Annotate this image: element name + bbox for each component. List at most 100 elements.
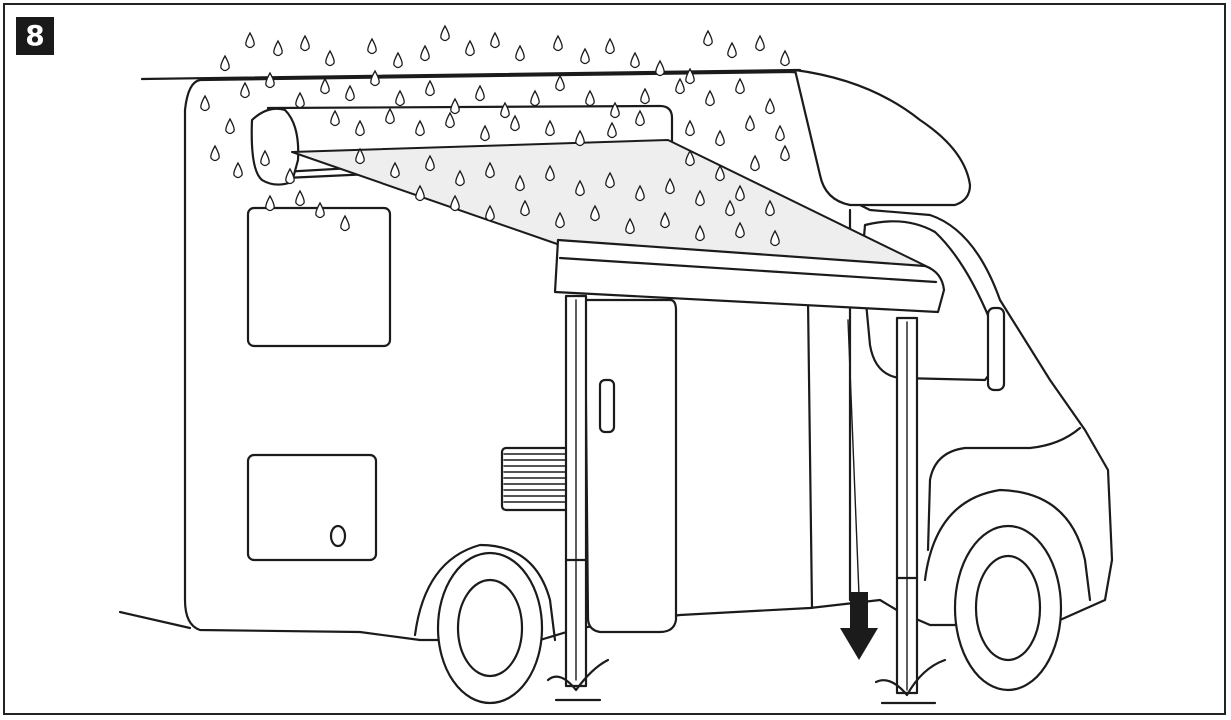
rain-drop xyxy=(725,199,735,217)
rain-drop xyxy=(610,101,620,119)
rain-drop xyxy=(345,84,355,102)
rain-drop xyxy=(295,189,305,207)
rain-drop xyxy=(780,144,790,162)
rain-drop xyxy=(445,111,455,129)
rain-drop xyxy=(685,149,695,167)
rain-drop xyxy=(450,194,460,212)
rain-drop xyxy=(703,29,713,47)
rain-drop xyxy=(585,89,595,107)
rain-drop xyxy=(475,84,485,102)
rain-drop xyxy=(330,109,340,127)
rain-drop xyxy=(727,41,737,59)
rain-drop xyxy=(480,124,490,142)
rear-wheel-hub xyxy=(456,578,524,678)
rain-drop xyxy=(555,211,565,229)
rain-drop xyxy=(440,24,450,42)
rain-drop xyxy=(390,161,400,179)
support-leg-right xyxy=(874,316,947,705)
rain-drop xyxy=(325,49,335,67)
rain-drop xyxy=(285,167,295,185)
rain-drop xyxy=(485,161,495,179)
rain-drop xyxy=(265,71,275,89)
awning-front-rail xyxy=(553,238,946,314)
rain-drop xyxy=(370,69,380,87)
rain-drop xyxy=(295,91,305,109)
rain-drop xyxy=(745,114,755,132)
rain-drop xyxy=(580,47,590,65)
rain-drop xyxy=(770,229,780,247)
rain-drop xyxy=(425,154,435,172)
rain-drop xyxy=(705,89,715,107)
rain-drop xyxy=(225,117,235,135)
rain-drop xyxy=(685,119,695,137)
rain-drop xyxy=(340,214,350,232)
rain-drop xyxy=(220,54,230,72)
rain-drop xyxy=(485,204,495,222)
rain-drop xyxy=(625,217,635,235)
rain-drop xyxy=(450,97,460,115)
rain-drop xyxy=(240,81,250,99)
rain-drop xyxy=(273,39,283,57)
rain-drop xyxy=(660,211,670,229)
entry-door xyxy=(583,298,678,634)
vent-grille xyxy=(500,446,572,512)
rain-drop xyxy=(233,161,243,179)
side-locker-hatch xyxy=(246,453,378,562)
rain-drop xyxy=(315,201,325,219)
rain-drop xyxy=(515,44,525,62)
rain-drop xyxy=(320,77,330,95)
rain-drop xyxy=(200,94,210,112)
rain-drop xyxy=(210,144,220,162)
rain-drop xyxy=(605,171,615,189)
front-wheel-hub xyxy=(974,554,1042,662)
rain-drop xyxy=(415,184,425,202)
rain-drop xyxy=(545,164,555,182)
rain-drops xyxy=(200,24,790,247)
rain-drop xyxy=(605,37,615,55)
rain-drop xyxy=(775,124,785,142)
rain-drop xyxy=(735,184,745,202)
hatch-lock xyxy=(329,524,347,548)
rain-drop xyxy=(425,79,435,97)
front-wheel-arch xyxy=(923,488,1092,602)
cab-overhang xyxy=(793,68,972,207)
rain-drop xyxy=(515,174,525,192)
rain-drop xyxy=(490,31,500,49)
rear-wheel xyxy=(436,551,544,705)
rain-drop xyxy=(555,74,565,92)
rain-drop xyxy=(590,204,600,222)
support-leg-left xyxy=(546,294,610,702)
rain-drop xyxy=(575,179,585,197)
rain-drop xyxy=(393,51,403,69)
rain-drop xyxy=(420,44,430,62)
door-handle xyxy=(598,378,616,434)
rain-drop xyxy=(385,107,395,125)
sill-line xyxy=(118,610,192,630)
rain-drop xyxy=(735,77,745,95)
side-window-upper xyxy=(246,206,392,348)
rain-drop xyxy=(415,119,425,137)
rain-drop xyxy=(655,59,665,77)
rain-drop xyxy=(575,129,585,147)
rain-drop xyxy=(755,34,765,52)
rain-drop xyxy=(675,77,685,95)
cab-door-line xyxy=(926,426,1082,552)
rain-drop xyxy=(545,119,555,137)
rain-drop xyxy=(715,164,725,182)
tension-line xyxy=(847,319,861,621)
body-panel-line xyxy=(806,298,814,610)
rain-drop xyxy=(395,89,405,107)
rain-drop xyxy=(630,51,640,69)
rain-drop xyxy=(665,177,675,195)
side-mirror xyxy=(986,306,1006,392)
rain-drop xyxy=(685,67,695,85)
rain-drop xyxy=(715,129,725,147)
rain-drop xyxy=(265,194,275,212)
rain-drop xyxy=(635,109,645,127)
rear-wheel-arch xyxy=(413,543,557,642)
rain-drop xyxy=(695,224,705,242)
rain-drop xyxy=(735,221,745,239)
rain-drop xyxy=(455,169,465,187)
rain-drop xyxy=(553,34,563,52)
